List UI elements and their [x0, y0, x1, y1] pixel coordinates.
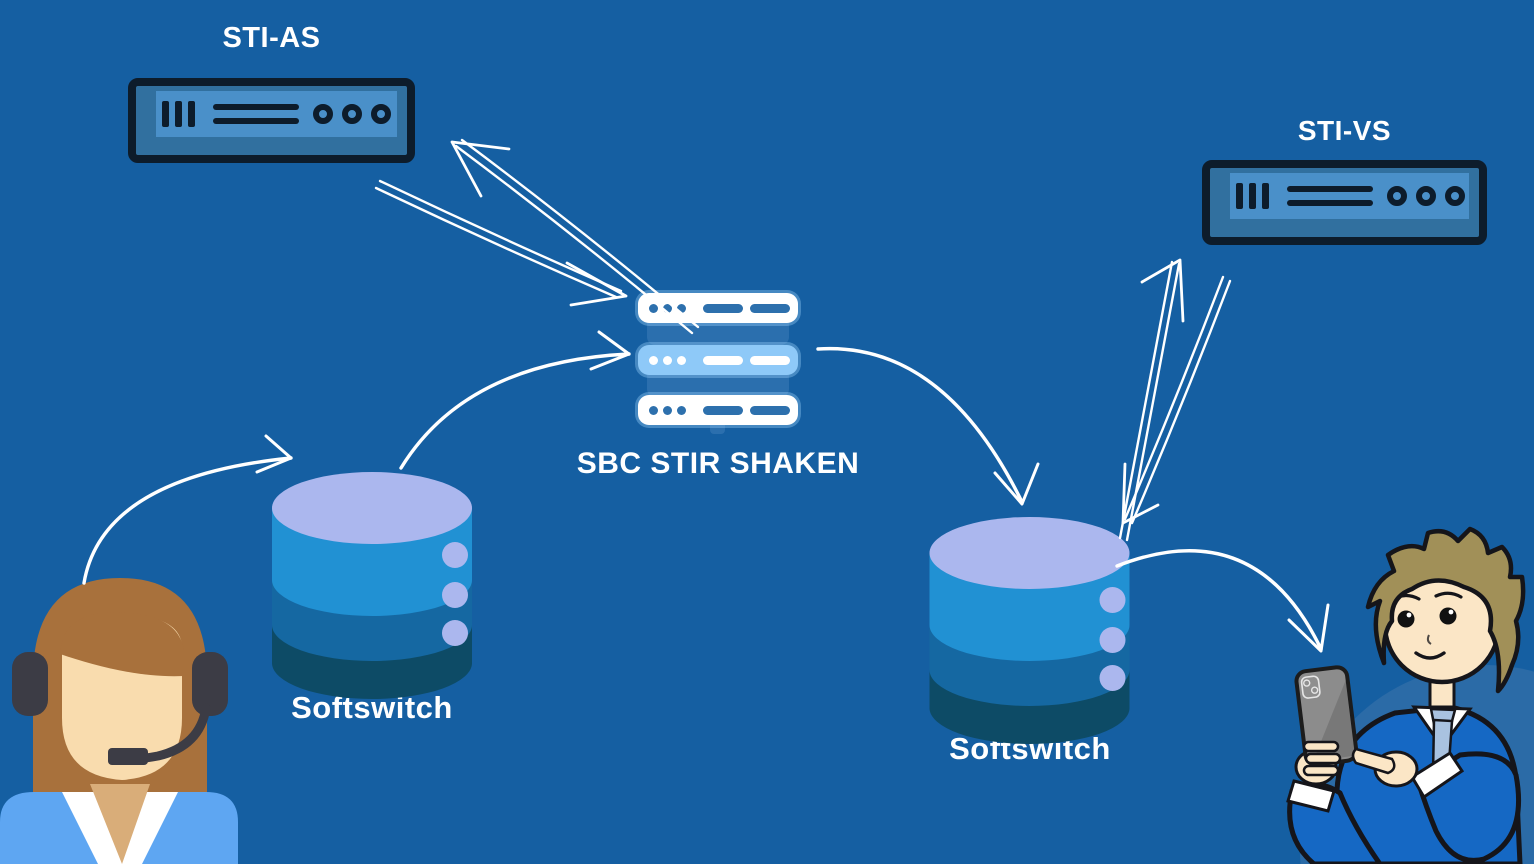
agent-neck — [90, 784, 150, 864]
server-panel — [156, 91, 397, 137]
sti-as-label: STI-AS — [222, 22, 321, 54]
sbc-label: SBC STIR SHAKEN — [576, 447, 860, 480]
caller-illustration — [1286, 526, 1534, 864]
arrow-sti-vs-to-softswitch — [1121, 275, 1232, 525]
server-ports-icon — [1387, 186, 1465, 206]
caller-left-cuff — [1286, 779, 1336, 813]
softswitch-left-database-icon — [272, 472, 472, 699]
call-agent-illustration — [0, 578, 238, 864]
stack-row — [638, 395, 798, 425]
stack-row-highlighted — [638, 345, 798, 375]
server-ports-icon — [313, 104, 391, 124]
sbc-server-stack-icon — [638, 293, 798, 439]
caller-hair — [1365, 526, 1526, 694]
sti-as-server-icon — [128, 78, 415, 163]
arrow-sbc-to-sti-as — [450, 138, 700, 335]
arrow-sbc-to-softswitch — [816, 346, 1040, 506]
server-slot-lines-icon — [1287, 186, 1373, 206]
caller-right-cuff — [1409, 750, 1465, 800]
server-vent-bars-icon — [162, 101, 195, 127]
stack-foot — [710, 423, 725, 434]
arrow-agent-to-softswitch — [82, 434, 293, 585]
softswitch-right-database-icon — [929, 517, 1130, 744]
server-slot-lines-icon — [213, 104, 299, 124]
arrow-sti-as-to-sbc — [374, 179, 628, 307]
arrow-softswitch-to-sti-vs — [1118, 258, 1185, 542]
arrow-softswitch-to-caller — [1115, 549, 1330, 653]
agent-bangs — [60, 612, 184, 677]
arrow-softswitch-to-sbc — [399, 330, 631, 470]
smartphone-icon — [1294, 665, 1359, 767]
caller-fingers — [1302, 740, 1342, 777]
headset-icon — [12, 652, 228, 765]
sti-vs-server-icon — [1202, 160, 1487, 245]
server-panel — [1230, 173, 1469, 219]
sti-vs-label: STI-VS — [1297, 115, 1392, 146]
caller-pointing-finger — [1351, 747, 1396, 775]
server-vent-bars-icon — [1236, 183, 1269, 209]
